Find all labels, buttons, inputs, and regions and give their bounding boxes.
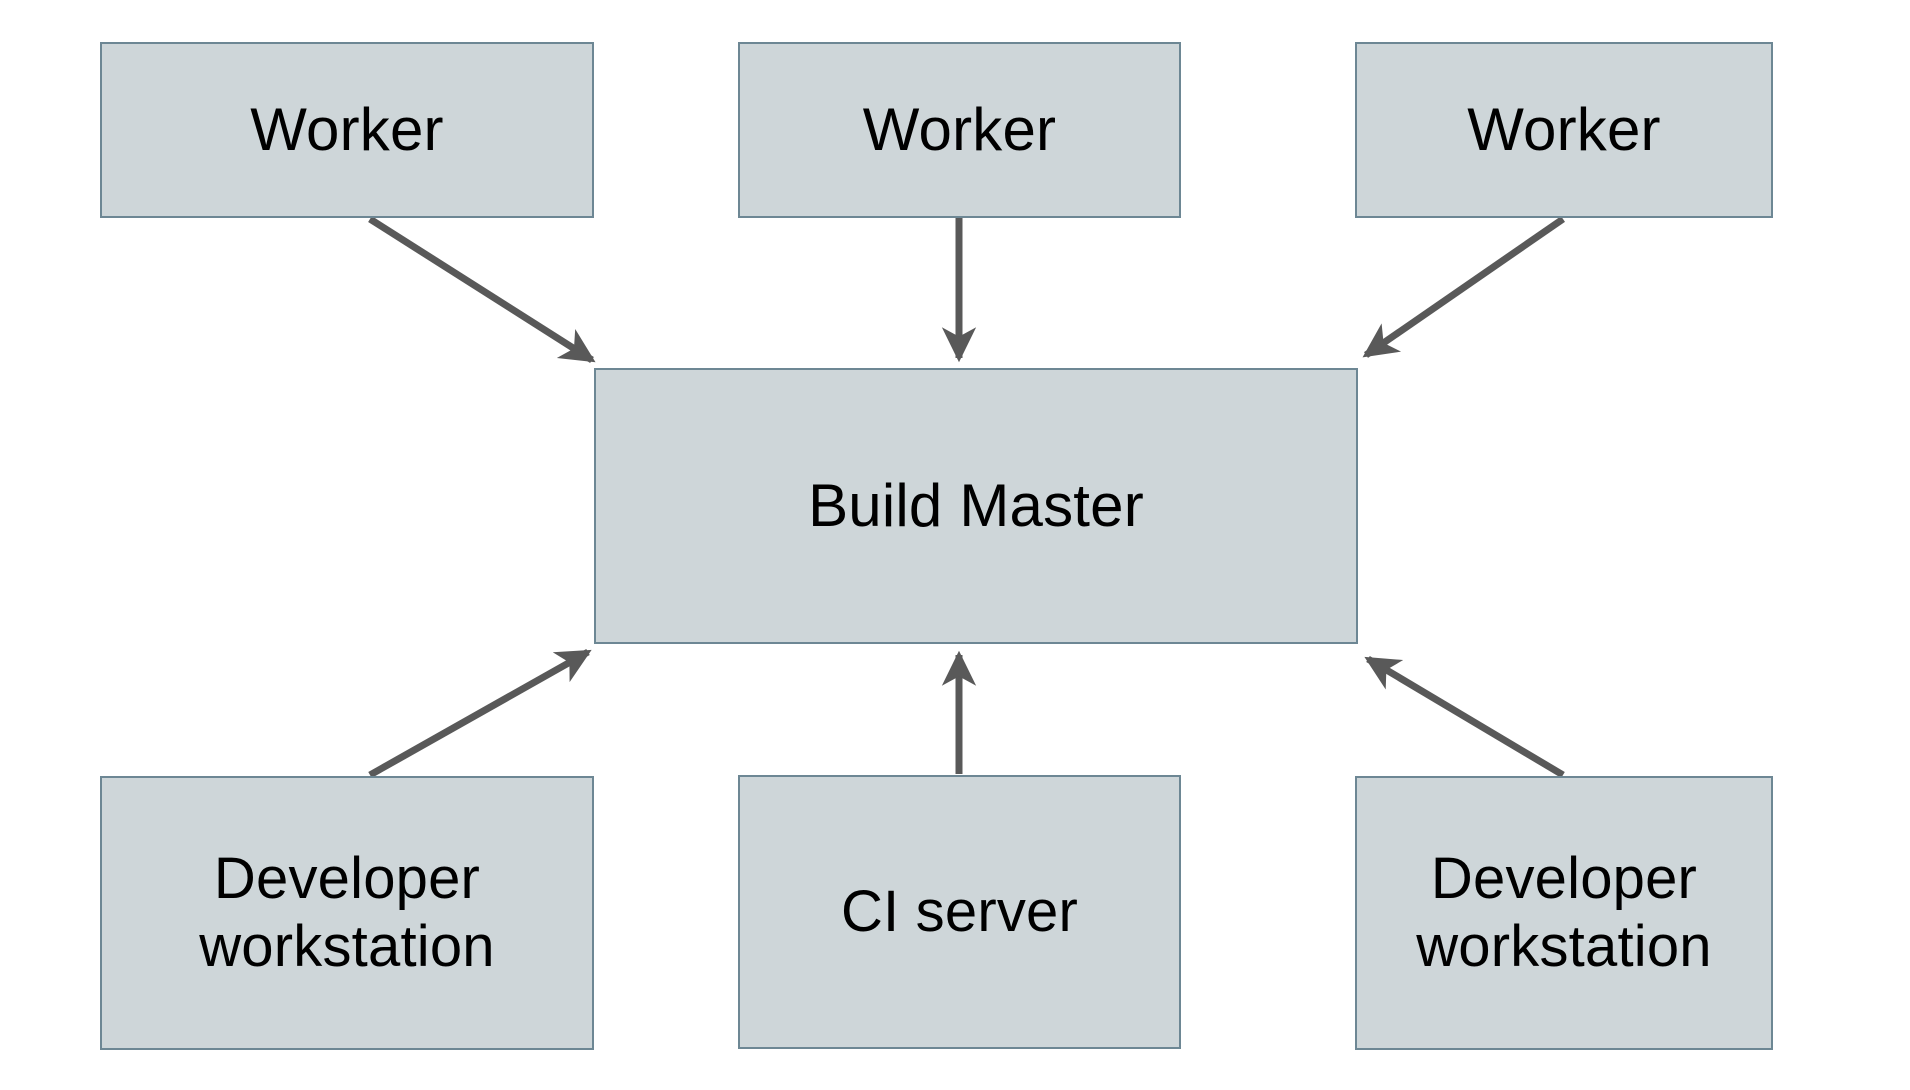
node-ci-server-label: CI server [840, 878, 1079, 944]
edge-dev-ws-left-to-build-master [368, 648, 592, 779]
node-worker-2[interactable]: Worker [738, 42, 1181, 218]
node-ci-server[interactable]: CI server [738, 775, 1181, 1049]
node-dev-ws-right-label: Developer workstation [1416, 845, 1712, 979]
node-build-master-label: Build Master [808, 471, 1144, 539]
node-worker-2-label: Worker [862, 95, 1057, 163]
edge-worker-1-to-build-master [368, 216, 596, 363]
node-worker-3-label: Worker [1467, 95, 1661, 163]
node-worker-3[interactable]: Worker [1355, 42, 1773, 218]
node-build-master[interactable]: Build Master [594, 368, 1358, 644]
node-worker-1-label: Worker [250, 95, 444, 163]
node-dev-ws-right[interactable]: Developer workstation [1355, 776, 1773, 1050]
edge-worker-3-to-build-master [1362, 216, 1565, 358]
node-dev-ws-left-label: Developer workstation [199, 845, 495, 979]
edge-dev-ws-right-to-build-master [1364, 655, 1565, 779]
node-dev-ws-left[interactable]: Developer workstation [100, 776, 594, 1050]
node-worker-1[interactable]: Worker [100, 42, 594, 218]
